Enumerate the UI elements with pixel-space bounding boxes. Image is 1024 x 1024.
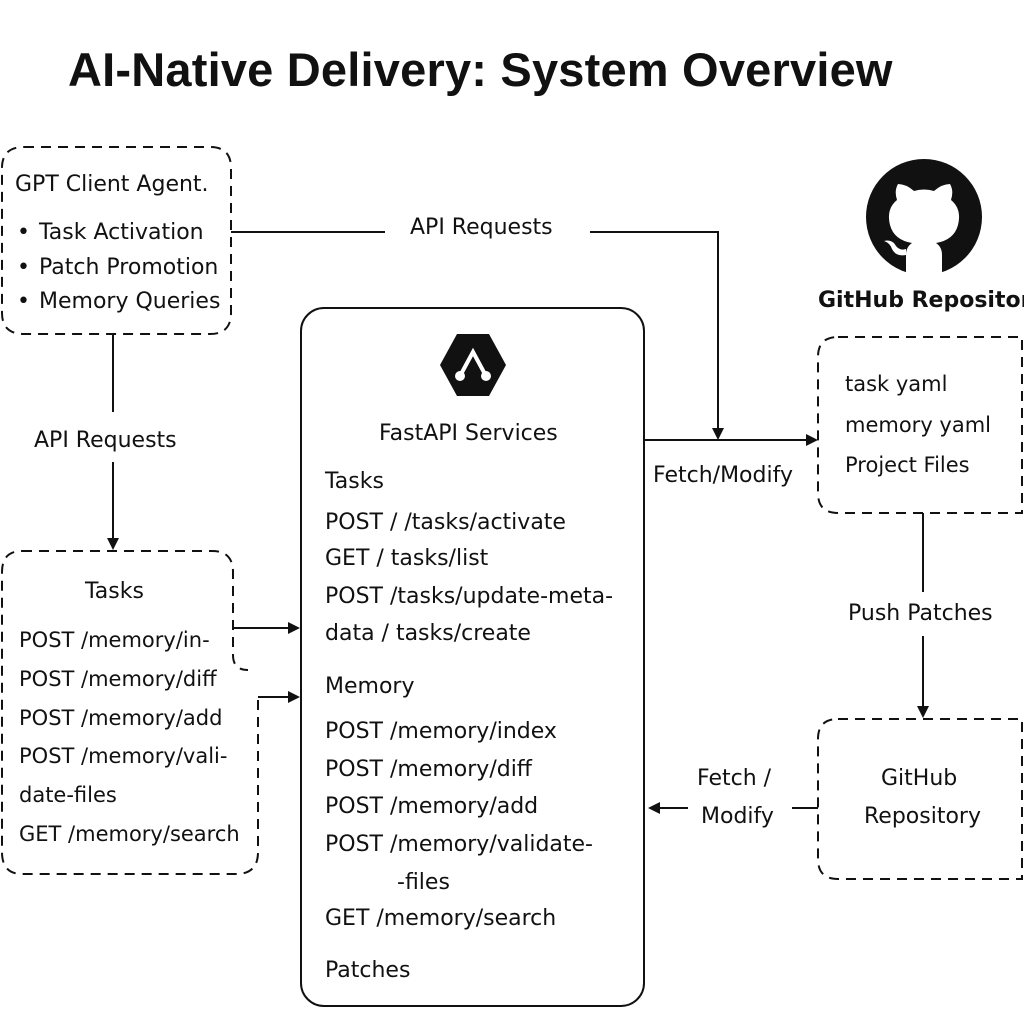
fastapi-patches-heading: Patches (325, 958, 411, 983)
fastapi-task-endpoint: GET / tasks/list (325, 546, 489, 571)
fetch-modify-bottom-label-line1: Fetch / (697, 766, 772, 791)
left-tasks-link-2-arrowhead (288, 691, 300, 703)
fastapi-memory-heading: Memory (325, 674, 415, 699)
push-patches-label: Push Patches (848, 601, 993, 626)
left-tasks-line: POST /memory/add (19, 706, 223, 730)
fetch-modify-top-label: Fetch/Modify (653, 463, 793, 488)
fastapi-tasks-heading: Tasks (325, 469, 384, 494)
fastapi-icon (438, 332, 508, 398)
api-requests-top-arrowhead (712, 428, 724, 440)
left-tasks-line: POST /memory/vali- (19, 744, 228, 768)
left-tasks-title: Tasks (85, 579, 144, 604)
client-agent-title: GPT Client Agent. (15, 172, 209, 197)
fastapi-memory-endpoint: POST /memory/index (325, 719, 557, 744)
left-tasks-line: GET /memory/search (19, 822, 240, 846)
api-requests-top-label: API Requests (410, 215, 553, 240)
fastapi-memory-endpoint: POST /memory/add (325, 794, 539, 819)
client-agent-item-patch-promotion: Patch Promotion (17, 257, 218, 280)
client-agent-item-task-activation: Task Activation (17, 222, 204, 245)
github-file-task-yaml: task yaml (845, 372, 948, 396)
fastapi-task-endpoint: POST /tasks/update-meta- (325, 584, 614, 609)
fetch-modify-bottom-arrowhead (648, 802, 660, 814)
github-repo-box-line1: GitHub (881, 766, 958, 791)
fetch-modify-bottom-label-line2: Modify (701, 804, 774, 829)
left-tasks-line: date-files (19, 783, 117, 807)
left-tasks-link-1-arrowhead (288, 622, 300, 634)
fastapi-memory-endpoint: GET /memory/search (325, 906, 557, 931)
github-file-project-files: Project Files (845, 453, 970, 477)
github-icon (864, 157, 984, 277)
fastapi-title: FastAPI Services (379, 421, 558, 446)
fastapi-services-box (300, 307, 645, 1007)
github-file-memory-yaml: memory yaml (845, 413, 992, 437)
client-agent-item-memory-queries: Memory Queries (17, 291, 220, 314)
api-requests-left-label: API Requests (34, 428, 177, 453)
api-requests-top-line (231, 231, 719, 430)
github-repo-box-border (817, 718, 1023, 880)
github-logo-label: GitHub Repository (818, 288, 1024, 313)
left-tasks-box-border (0, 550, 259, 875)
diagram-title: AI-Native Delivery: System Overview (68, 43, 893, 96)
push-patches-arrowhead (917, 706, 929, 718)
github-files-box-border (817, 336, 1023, 514)
left-tasks-line: POST /memory/in- (19, 628, 210, 652)
left-tasks-line: POST /memory/diff (19, 667, 217, 691)
client-agent-box-border (0, 146, 232, 335)
fastapi-task-endpoint: data / tasks/create (325, 621, 531, 646)
api-requests-left-arrowhead (107, 538, 119, 550)
fastapi-memory-endpoint: POST /memory/validate- (325, 832, 593, 857)
fastapi-memory-endpoint: POST /memory/diff (325, 757, 532, 782)
fetch-modify-top-arrowhead (806, 434, 818, 446)
github-repo-box-line2: Repository (864, 804, 981, 829)
fastapi-task-endpoint: POST / /tasks/activate (325, 510, 566, 535)
fastapi-memory-endpoint: -files (397, 870, 450, 895)
